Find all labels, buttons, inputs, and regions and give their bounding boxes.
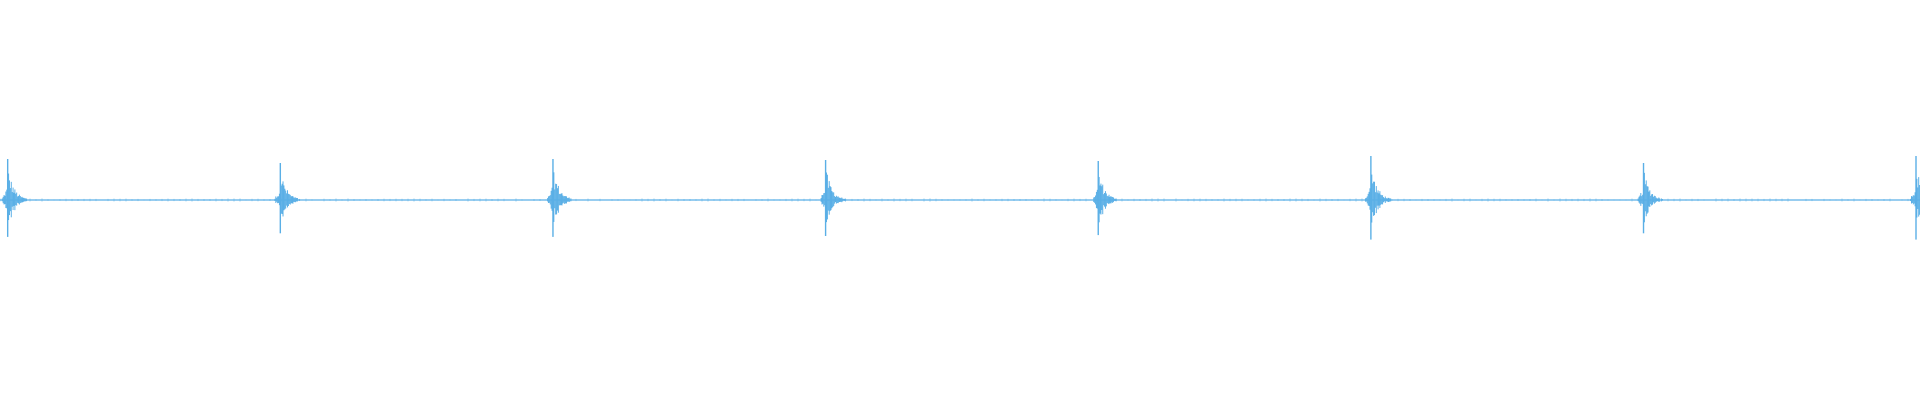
waveform-burst bbox=[1637, 163, 1663, 234]
waveform-burst bbox=[547, 159, 572, 237]
waveform-burst bbox=[1, 159, 28, 237]
waveform-burst bbox=[820, 160, 846, 236]
waveform-burst bbox=[274, 163, 300, 234]
waveform-burst bbox=[1364, 156, 1392, 240]
waveform-peaks bbox=[0, 156, 1920, 240]
waveform-burst bbox=[1093, 161, 1117, 236]
waveform-burst bbox=[1910, 156, 1920, 240]
